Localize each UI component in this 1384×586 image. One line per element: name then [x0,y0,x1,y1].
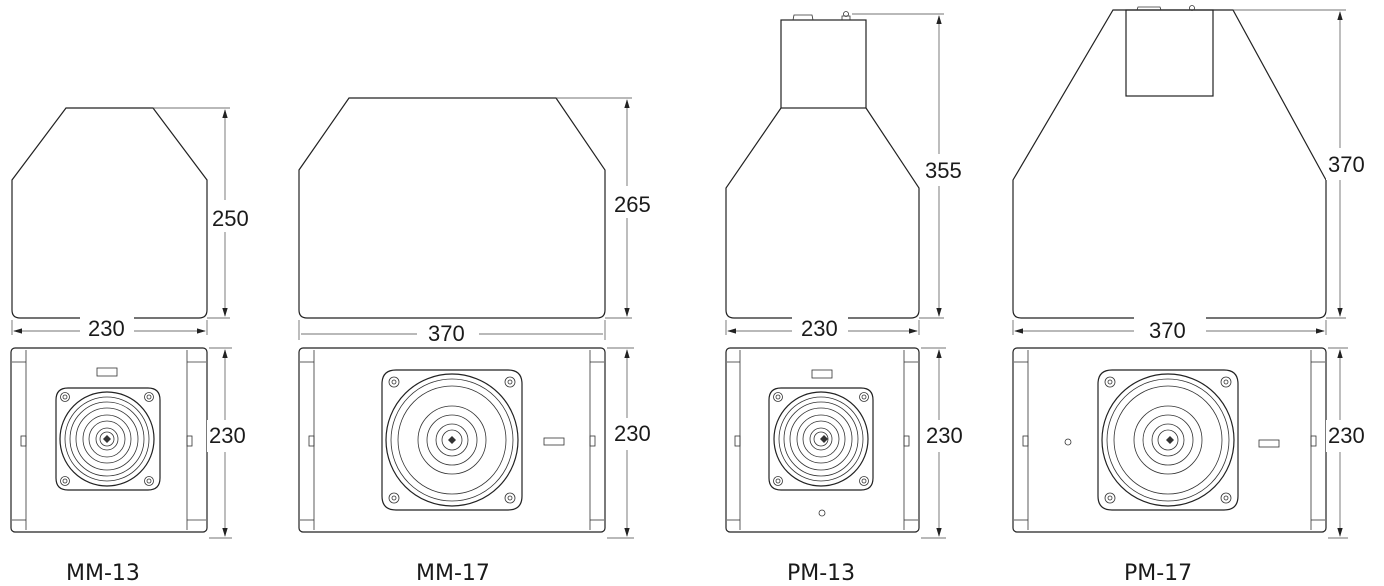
pm13-width-label: 230 [801,316,838,341]
mm17-depth-dimension: 265 [606,99,660,317]
pm13-front-view [725,347,920,533]
mm13-front-view [10,347,208,533]
mm13-height-label: 230 [209,423,246,448]
mm17-height-label: 230 [614,421,651,446]
pm17-depth-dimension: 370 [1326,11,1376,317]
mm17-height-dimension: 230 [607,347,660,539]
pm13-height-label: 230 [926,423,963,448]
mm13-top-view [11,107,230,319]
mm17-width-dimension: 370 [298,319,606,346]
pm13-depth-dimension: 355 [922,15,968,317]
pm13-height-dimension: 230 [921,347,972,539]
mm13-depth-dimension: 250 [210,109,254,317]
pm13-depth-label: 355 [925,158,962,183]
mm13-height-dimension: 230 [207,347,253,539]
mm17-model-name: MM-17 [416,561,490,586]
pm17-height-dimension: 230 [1326,347,1378,539]
pm13-width-dimension: 230 [725,314,920,341]
pm17-model-name: PM-17 [1124,561,1192,586]
mm13-width-label: 230 [88,316,125,341]
pm17-front-view [1012,347,1327,533]
pm17-width-label: 370 [1149,318,1186,343]
mm17-depth-label: 265 [614,192,651,217]
pm17-depth-label: 370 [1328,152,1365,177]
mm13-model-name: MM-13 [66,561,140,586]
pm17-top-view [1012,5,1346,319]
mm17-top-view [298,97,632,319]
mm17-front-view [298,347,606,533]
mm13-depth-label: 250 [212,206,249,231]
mm13-width-dimension: 230 [11,314,208,341]
pm17-height-label: 230 [1328,423,1365,448]
mm17-width-label: 370 [428,321,465,346]
pm17-width-dimension: 370 [1012,316,1327,343]
pm13-top-view [725,11,944,319]
pm13-model-name: PM-13 [787,561,855,586]
